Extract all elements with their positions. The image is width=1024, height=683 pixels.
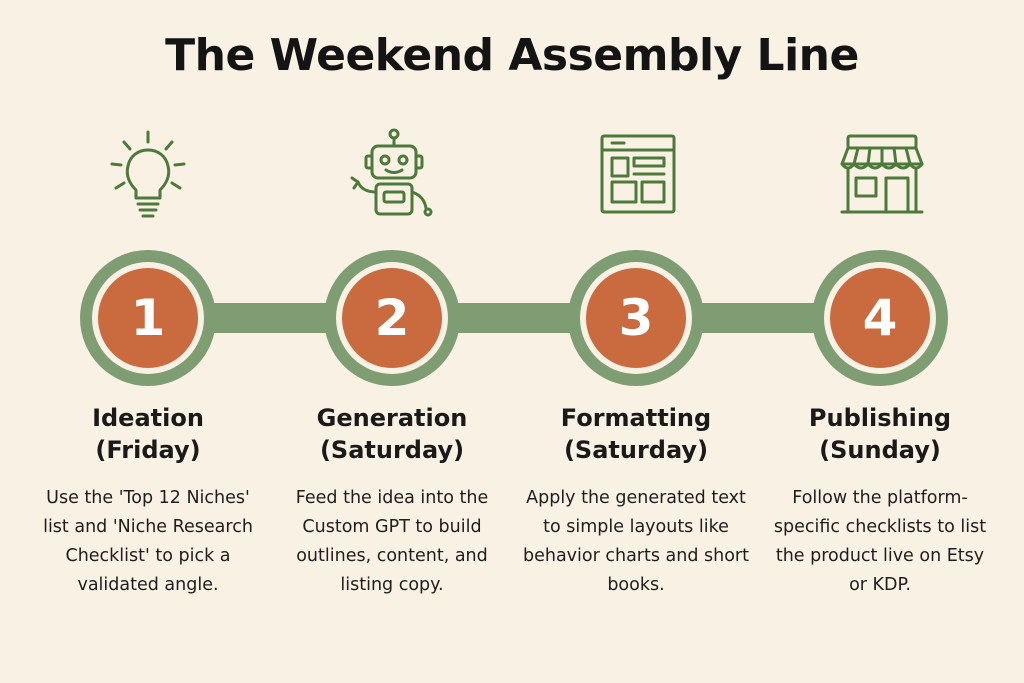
step-4-number: 4 [830,268,930,368]
step-3-node: 3 [568,250,704,386]
step-2-description: Feed the idea into the Custom GPT to bui… [295,488,489,595]
lightbulb-icon [98,128,198,220]
step-4-description: Follow the platform-specific checklists … [773,488,987,595]
step-4-node: 4 [812,250,948,386]
step-3-number: 3 [586,268,686,368]
timeline-track [148,303,880,333]
step-2-title: Generation (Saturday) [316,404,468,464]
step-2-node: 2 [324,250,460,386]
robot-icon [344,128,444,220]
page-title: The Weekend Assembly Line [165,30,859,81]
layout-icon [588,128,688,220]
step-1-number: 1 [98,268,198,368]
step-2-number: 2 [342,268,442,368]
step-1-title: Ideation (Friday) [92,404,204,464]
step-3-title: Formatting (Saturday) [560,404,712,464]
step-3-description: Apply the generated text to simple layou… [522,488,749,595]
step-1-description: Use the 'Top 12 Niches' list and 'Niche … [43,488,253,595]
storefront-icon [832,128,932,220]
step-1-node: 1 [80,250,216,386]
step-4-title: Publishing (Sunday) [808,404,952,464]
